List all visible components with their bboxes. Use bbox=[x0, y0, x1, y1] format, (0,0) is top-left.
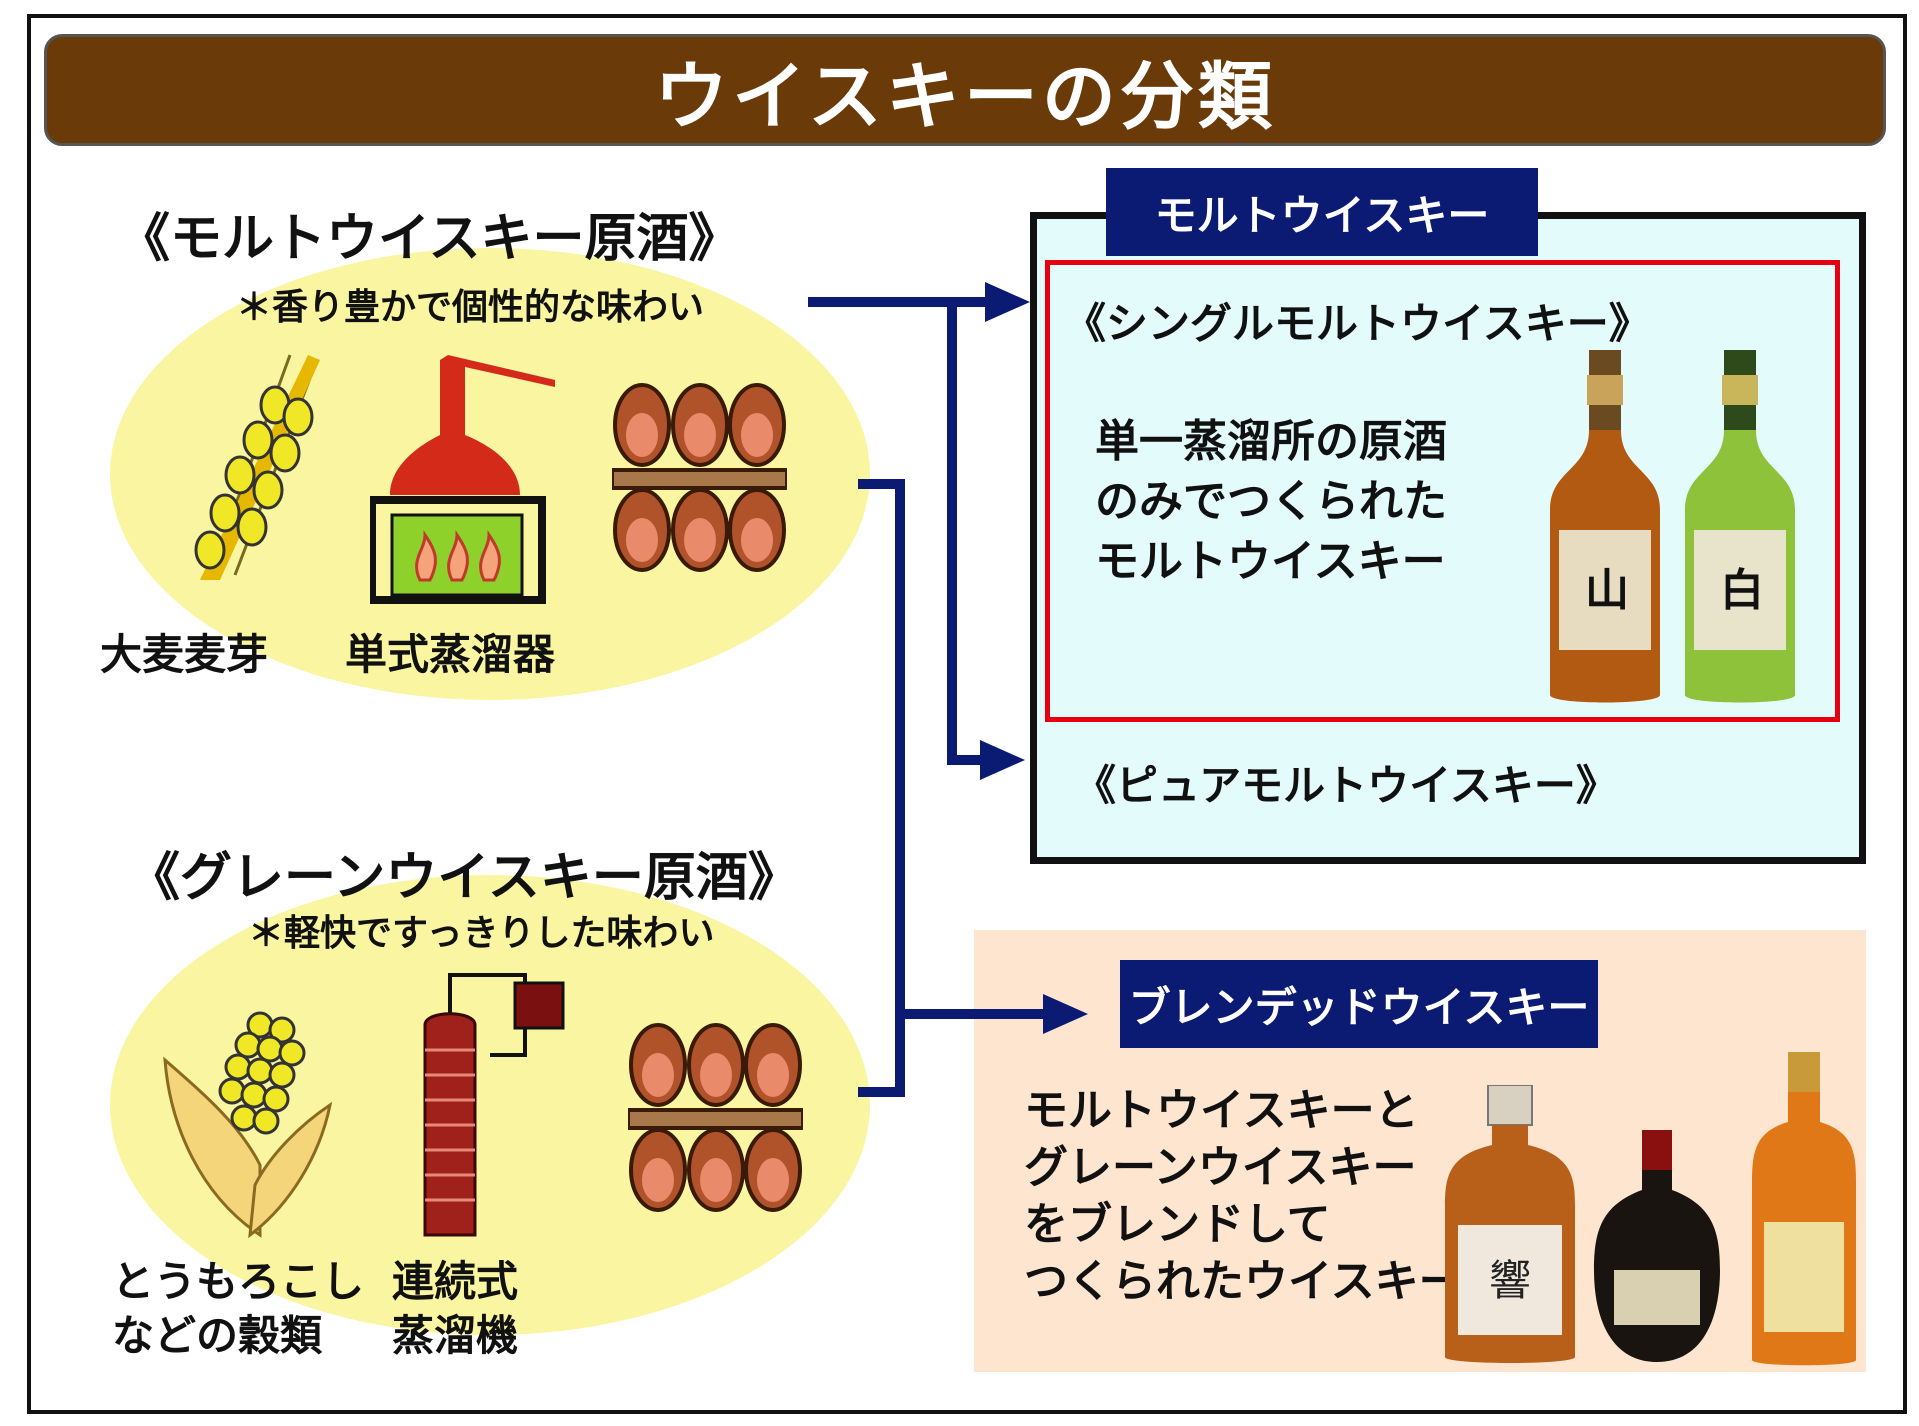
malt-source-heading: 《モルトウイスキー原酒》 bbox=[118, 209, 741, 269]
barley-label: 大麦麦芽 bbox=[100, 630, 269, 679]
malt-source-note: ＊香り豊かで個性的な味わい bbox=[236, 287, 705, 328]
kakubin-bottle-icon bbox=[1752, 1052, 1856, 1366]
page-title: ウイスキーの分類 bbox=[654, 53, 1276, 140]
grain-label: とうもろこし などの穀類 bbox=[112, 1255, 364, 1363]
description-line: のみでつくられた bbox=[1095, 476, 1447, 527]
column-still-icon bbox=[423, 973, 565, 1237]
old-bottle-icon bbox=[1594, 1130, 1720, 1362]
grain-source-note: ＊軽快ですっきりした味わい bbox=[248, 913, 715, 954]
description-line: グレーンウイスキー bbox=[1024, 1142, 1417, 1193]
single-malt-description: 単一蒸溜所の原酒 のみでつくられた モルトウイスキー bbox=[1095, 412, 1447, 592]
grain-label-line: とうもろこし bbox=[112, 1257, 365, 1306]
arrow-head-icon bbox=[985, 282, 1030, 322]
corn-icon bbox=[163, 1011, 333, 1239]
pot-still-label: 単式蒸溜器 bbox=[345, 630, 556, 679]
cask-stack-icon bbox=[628, 1023, 803, 1212]
description-line: モルトウイスキー bbox=[1095, 536, 1446, 587]
arrow-head-icon bbox=[980, 740, 1025, 780]
description-line: をブレンドして bbox=[1024, 1199, 1331, 1250]
hibiki-bottle-icon: 響 bbox=[1445, 1085, 1575, 1363]
svg-text:白: 白 bbox=[1720, 565, 1764, 616]
hakushu-bottle-icon: 白 bbox=[1685, 350, 1795, 703]
title-bar: ウイスキーの分類 bbox=[44, 34, 1886, 146]
pure-malt-heading: 《ピュアモルトウイスキー》 bbox=[1074, 761, 1618, 810]
column-still-label-line: 蒸溜機 bbox=[392, 1311, 519, 1360]
single-malt-box bbox=[1045, 260, 1840, 722]
yamazaki-bottle-icon: 山 bbox=[1550, 350, 1660, 703]
grain-source-heading: 《グレーンウイスキー原酒》 bbox=[128, 848, 800, 908]
single-malt-heading: 《シングルモルトウイスキー》 bbox=[1064, 299, 1651, 348]
column-still-label: 連続式 蒸溜機 bbox=[392, 1255, 518, 1363]
description-line: 単一蒸溜所の原酒 bbox=[1095, 416, 1447, 467]
blended-description: モルトウイスキーと グレーンウイスキー をブレンドして つくられたウイスキー bbox=[1024, 1082, 1463, 1310]
description-line: つくられたウイスキー bbox=[1024, 1256, 1463, 1307]
description-line: モルトウイスキーと bbox=[1024, 1085, 1419, 1136]
cask-stack-icon bbox=[612, 383, 787, 572]
barley-icon bbox=[194, 354, 320, 580]
svg-text:山: 山 bbox=[1585, 565, 1629, 616]
column-still-label-line: 連続式 bbox=[392, 1257, 519, 1306]
svg-text:響: 響 bbox=[1489, 1256, 1531, 1305]
arrow-head-icon bbox=[1043, 994, 1088, 1034]
pot-still-icon bbox=[370, 355, 555, 604]
malt-whisky-tag: モルトウイスキー bbox=[1106, 168, 1538, 256]
outer-frame bbox=[27, 14, 1907, 1414]
grain-label-line: などの穀類 bbox=[112, 1311, 323, 1360]
grain-source-ellipse bbox=[110, 875, 870, 1335]
blended-whisky-tag: ブレンデッドウイスキー bbox=[1120, 960, 1598, 1048]
